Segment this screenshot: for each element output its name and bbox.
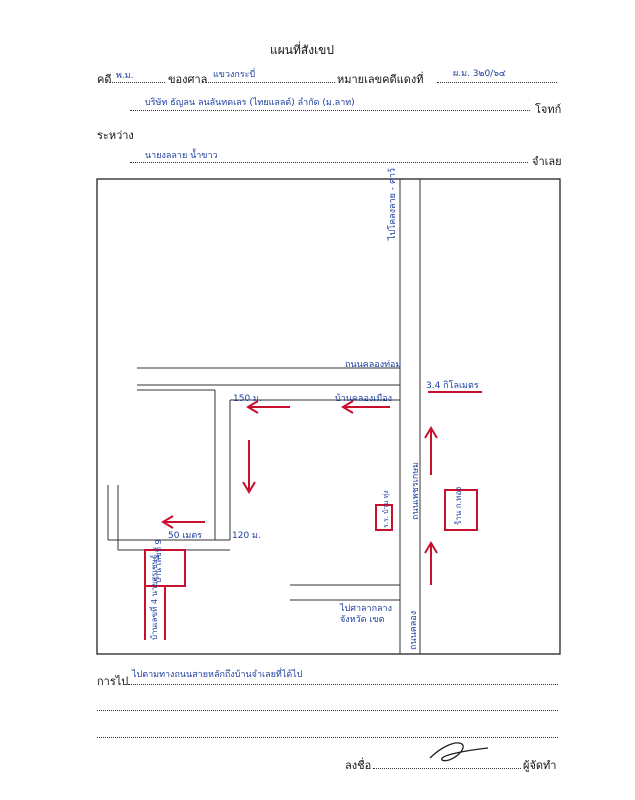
distance-label: 3.4 กิโลเมตร [426,381,479,391]
route-arrow-down [242,440,256,494]
court-name-value: แขวงกระบี่ [213,70,256,80]
plaintiff-line [130,110,530,111]
route-line-1 [128,684,558,685]
document-title: แผนที่สังเขป [270,43,334,57]
route-line-3 [97,737,558,738]
route-text-value: ไปตามทางถนนสายหลักถึงบ้านจำเลยที่ได้ไป [132,670,303,680]
court-label: ของศาล [168,74,208,86]
red-case-line [437,82,557,83]
red-case-number-value: ผ.ม. 3๒0/๖๔ [453,69,506,79]
defendant-label: จำเลย [532,156,562,168]
dist-150-label: 150 ม. [233,394,262,404]
route-arrow-left-3 [161,515,205,529]
route-arrow-up-2 [424,426,438,475]
plaintiff-name-value: บริษัท ธัญลน ลนลันทดเลร (ไทยแลลด์) ลำกัด… [145,98,355,108]
case-type-value: พ.ม. [116,71,134,81]
route-line-2 [97,710,558,711]
route-label: การไป [97,676,129,688]
shop-box [444,489,478,531]
map-frame [96,178,561,655]
bottom-place-label: ไปศาลากลาง จังหวัด เขต [340,604,392,625]
signature-line [373,768,521,769]
case-type-line [109,82,165,83]
road-west-label: ถนนคลองท่อม [345,360,402,370]
case-label: คดี [97,74,112,86]
sign-label: ลงชื่อ [345,760,372,772]
village-top-label: บ้านคลองเมือง [335,394,393,404]
defendant-name-value: นายงลลาย น้ำขาว [145,151,218,161]
defendant-line [130,162,528,163]
plaintiff-label: โจทก์ [535,104,562,116]
route-arrow-left-2 [246,400,290,414]
route-arrow-left-1 [341,400,390,414]
school-box [375,504,393,531]
dist-120-label: 120 ม. [232,531,261,541]
signer-label: ผู้จัดทำ [523,760,557,772]
court-line [205,82,335,83]
dist-50-label: 50 เมตร [168,531,203,541]
red-case-label: หมายเลขคดีแดงที่ [337,74,424,86]
between-label: ระหว่าง [97,130,134,142]
route-arrow-up-1 [424,541,438,585]
